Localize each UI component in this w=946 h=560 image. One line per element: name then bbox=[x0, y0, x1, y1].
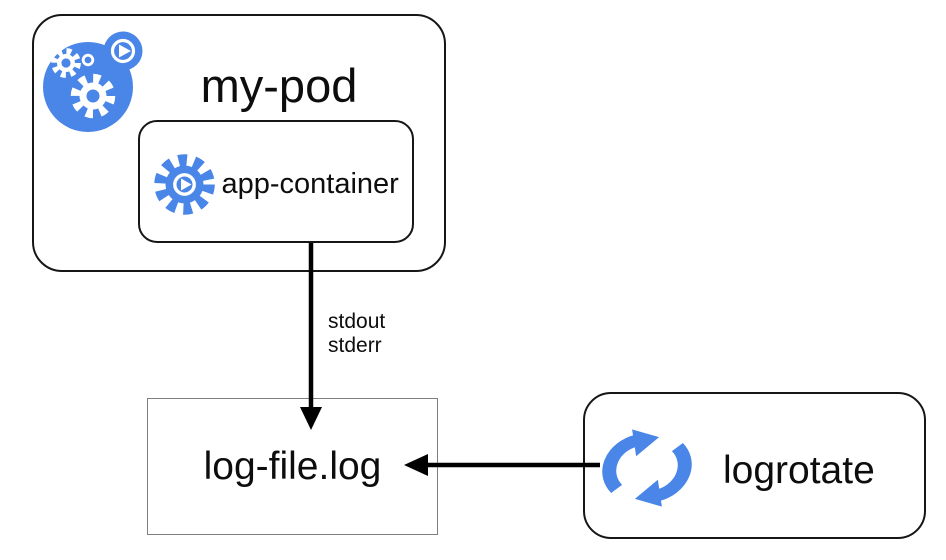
stderr-label: stderr bbox=[328, 334, 382, 357]
node-my-pod: my-pod app-container bbox=[32, 14, 446, 272]
node-log-file: log-file.log bbox=[147, 398, 438, 535]
pod-gears-icon bbox=[43, 31, 143, 132]
rotate-arrows-icon bbox=[602, 429, 692, 507]
node-label-log-file: log-file.log bbox=[203, 444, 382, 488]
node-app-container: app-container bbox=[137, 119, 414, 243]
stdout-label: stdout bbox=[328, 310, 386, 333]
node-logrotate: logrotate bbox=[583, 392, 926, 539]
node-label-app-container: app-container bbox=[221, 167, 399, 200]
edge-label-stdout-stderr: stdout stderr bbox=[328, 310, 385, 358]
gear-play-icon bbox=[153, 153, 215, 215]
node-label-logrotate: logrotate bbox=[723, 449, 875, 492]
node-label-my-pod: my-pod bbox=[200, 59, 358, 112]
